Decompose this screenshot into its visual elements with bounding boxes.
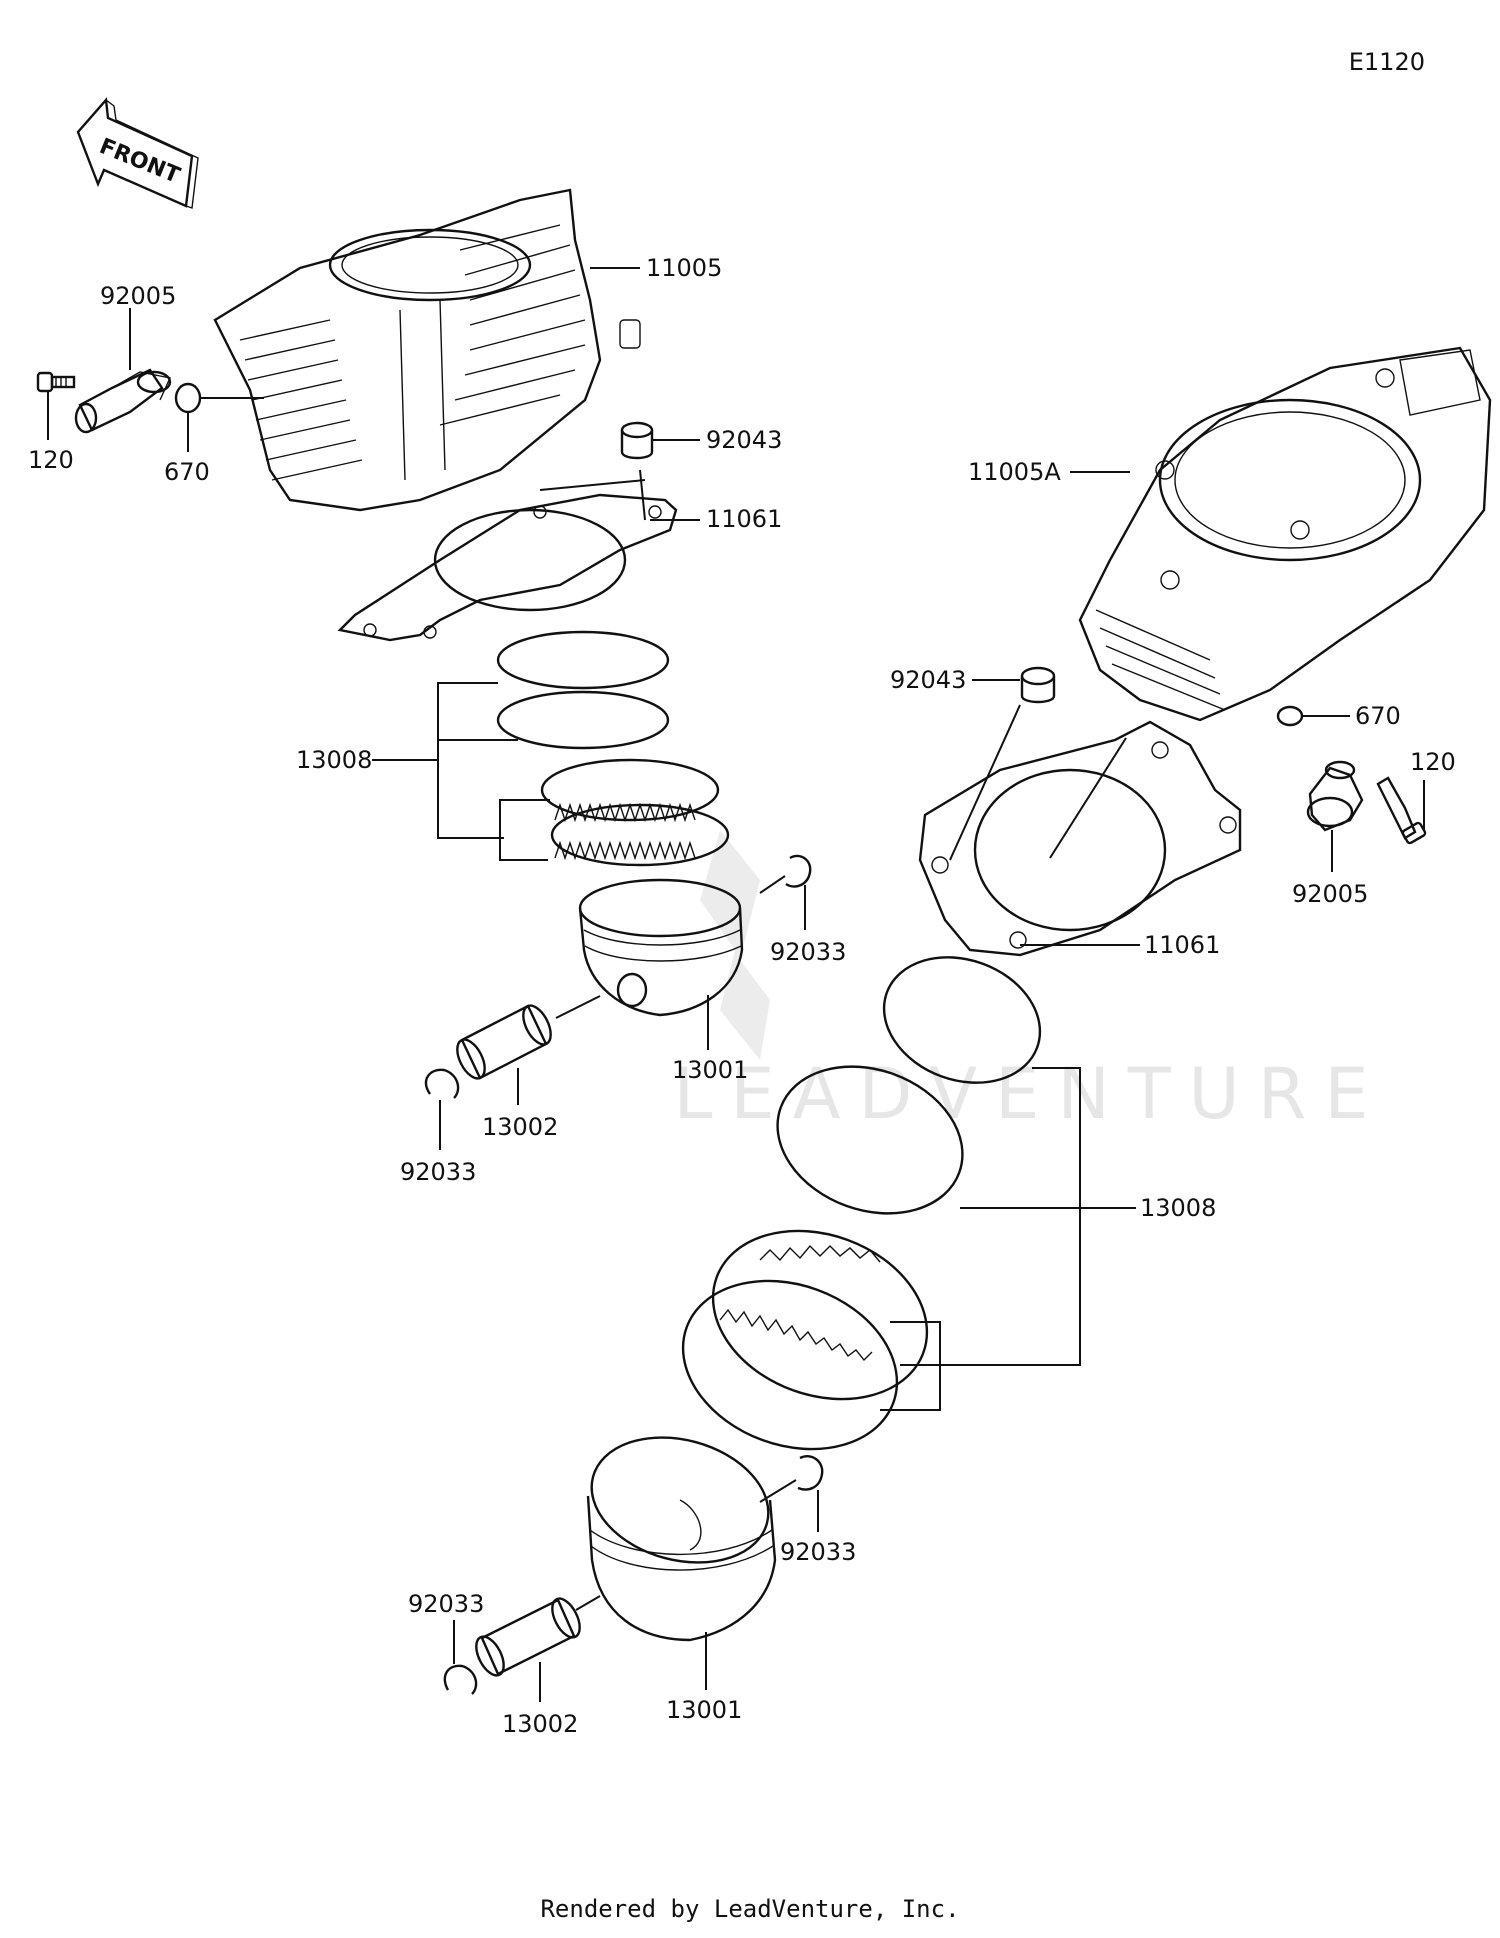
- footer-credit: Rendered by LeadVenture, Inc.: [540, 1895, 960, 1923]
- fitting-92005-left: [74, 368, 172, 434]
- oring-670-left: [174, 382, 202, 414]
- bolt-120-left: [36, 371, 76, 393]
- circlip-92033-right-left: [443, 1664, 478, 1695]
- front-arrow: FRONT: [76, 97, 199, 209]
- callout-92005-left: 92005: [100, 282, 176, 310]
- callout-13001-left: 13001: [672, 1056, 748, 1084]
- gasket-11061-left: [337, 493, 678, 642]
- piston-13001-right: [586, 1436, 777, 1642]
- piston-13001-left: [578, 878, 744, 1017]
- pin-13002-right: [475, 1597, 581, 1677]
- circlip-92033-left-right: [785, 854, 812, 888]
- callout-13008-left: 13008: [296, 746, 372, 774]
- callout-92033-right-right: 92033: [780, 1538, 856, 1566]
- circlip-92033-right-right: [797, 1455, 824, 1491]
- fitting-92005-right: [1306, 760, 1364, 832]
- callout-670-left: 670: [164, 458, 210, 486]
- callout-11061-right: 11061: [1144, 931, 1220, 959]
- callout-670-right: 670: [1355, 702, 1401, 730]
- callout-92033-right-left: 92033: [408, 1590, 484, 1618]
- gasket-11061-right: [918, 720, 1242, 957]
- oring-670-right: [1276, 705, 1304, 727]
- callout-120-left: 120: [28, 446, 74, 474]
- rings-13008-left: [496, 630, 730, 867]
- diagram-code: E1120: [1349, 48, 1425, 76]
- rings-13008-right: [681, 956, 1042, 1451]
- dowel-92043-right: [1020, 666, 1056, 704]
- dowel-92043-left: [620, 421, 654, 460]
- cylinder-11005A: [1078, 346, 1492, 722]
- callout-13002-left: 13002: [482, 1113, 558, 1141]
- callout-11005: 11005: [646, 254, 722, 282]
- pin-13002-left: [456, 1004, 552, 1080]
- watermark-text: LEADVENTURE: [673, 1053, 1386, 1135]
- cylinder-11005: [213, 188, 641, 512]
- front-label: FRONT: [96, 134, 183, 189]
- callout-92033-left-right: 92033: [770, 938, 846, 966]
- callout-92043-right: 92043: [890, 666, 966, 694]
- callout-11005A: 11005A: [968, 458, 1061, 486]
- callout-120-right: 120: [1410, 748, 1456, 776]
- callout-92005-right: 92005: [1292, 880, 1368, 908]
- callout-13002-right: 13002: [502, 1710, 578, 1738]
- callout-13008-right: 13008: [1140, 1194, 1216, 1222]
- bolt-120-right: [1376, 776, 1427, 845]
- watermark: LEADVENTURE: [673, 830, 1386, 1135]
- callout-92033-left-left: 92033: [400, 1158, 476, 1186]
- callout-13001-right: 13001: [666, 1696, 742, 1724]
- circlip-92033-left-left: [424, 1068, 460, 1099]
- callout-92043-left: 92043: [706, 426, 782, 454]
- callout-11061-left: 11061: [706, 505, 782, 533]
